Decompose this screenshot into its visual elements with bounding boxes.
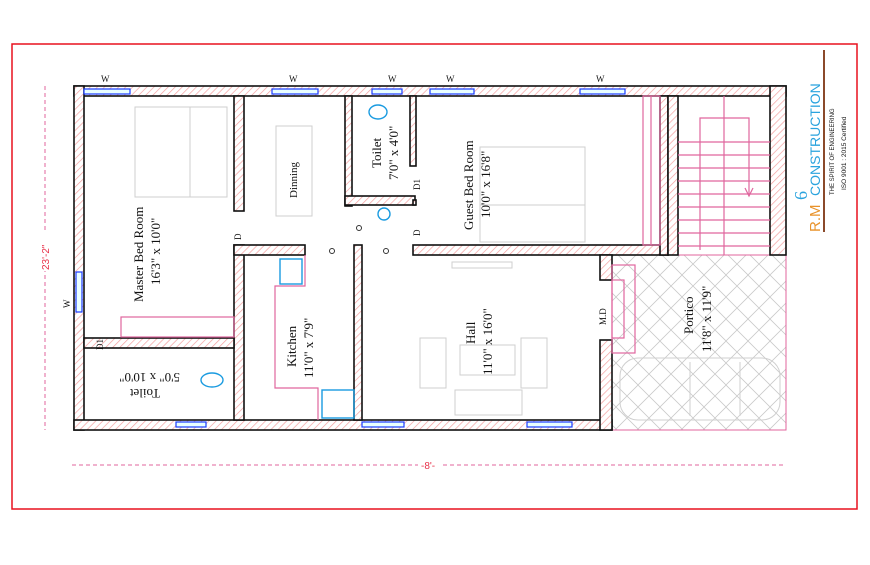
svg-text:D: D <box>412 229 422 236</box>
svg-text:W: W <box>596 74 605 84</box>
room-toilet2-name: Toilet <box>129 386 160 401</box>
dimension-lines: 23'-2" -8'- <box>39 86 785 472</box>
room-dinning-name: Dinning <box>288 161 300 198</box>
room-guest-bed-name: Guest Bed Room <box>461 140 476 230</box>
room-toilet2-size: 5'0" x 10'0" <box>119 370 180 385</box>
room-portico-name: Portico <box>681 296 696 334</box>
company-logo: R.M CONSTRUCTION 6 THE SPIRIT OF ENGINEE… <box>791 50 848 232</box>
svg-text:THE SPIRIT OF ENGINEERING: THE SPIRIT OF ENGINEERING <box>830 108 836 195</box>
room-portico-size: 11'8" x 11'9" <box>699 286 714 352</box>
room-master-bed-size: 16'3" x 10'0" <box>148 218 163 285</box>
sanitary-fixtures <box>200 104 391 419</box>
svg-text:D1: D1 <box>412 179 422 190</box>
windows <box>75 88 626 428</box>
column-markers <box>329 225 389 254</box>
room-hall-size: 11'0" x 16'0" <box>480 308 495 375</box>
fixtures <box>120 95 770 420</box>
svg-text:W: W <box>62 299 72 308</box>
portico-floor <box>611 254 787 431</box>
room-kitchen-name: Kitchen <box>284 325 299 367</box>
room-toilet-name: Toilet <box>369 137 384 168</box>
room-toilet-size: 7'0" x 4'0" <box>386 126 401 180</box>
svg-text:R.M: R.M <box>807 205 824 233</box>
svg-text:W: W <box>446 74 455 84</box>
svg-text:W: W <box>289 74 298 84</box>
svg-text:M.D: M.D <box>598 308 608 325</box>
furniture <box>134 106 781 421</box>
door-labels: D D D1 D1 M.D <box>95 179 608 350</box>
svg-text:6: 6 <box>791 191 811 200</box>
svg-text:D1: D1 <box>95 339 105 350</box>
room-hall-name: Hall <box>463 321 478 344</box>
svg-text:D: D <box>233 233 243 240</box>
svg-text:W: W <box>101 74 110 84</box>
svg-text:CONSTRUCTION: CONSTRUCTION <box>807 83 823 196</box>
room-master-bed-name: Master Bed Room <box>131 207 146 302</box>
staircase <box>678 96 770 255</box>
svg-text:W: W <box>388 74 397 84</box>
sheet-border <box>11 43 858 510</box>
room-labels: Master Bed Room 16'3" x 10'0" Dinning To… <box>119 126 714 401</box>
room-guest-bed-size: 10'0" x 16'8" <box>478 151 493 218</box>
dimension-vertical: 23'-2" <box>41 244 52 270</box>
dimension-horizontal: -8'- <box>421 461 435 472</box>
room-kitchen-size: 11'0" x 7'9" <box>301 318 316 378</box>
svg-text:ISO 9001 : 2015 Certified: ISO 9001 : 2015 Certified <box>841 116 848 190</box>
window-labels: W W W W W W <box>62 74 605 308</box>
